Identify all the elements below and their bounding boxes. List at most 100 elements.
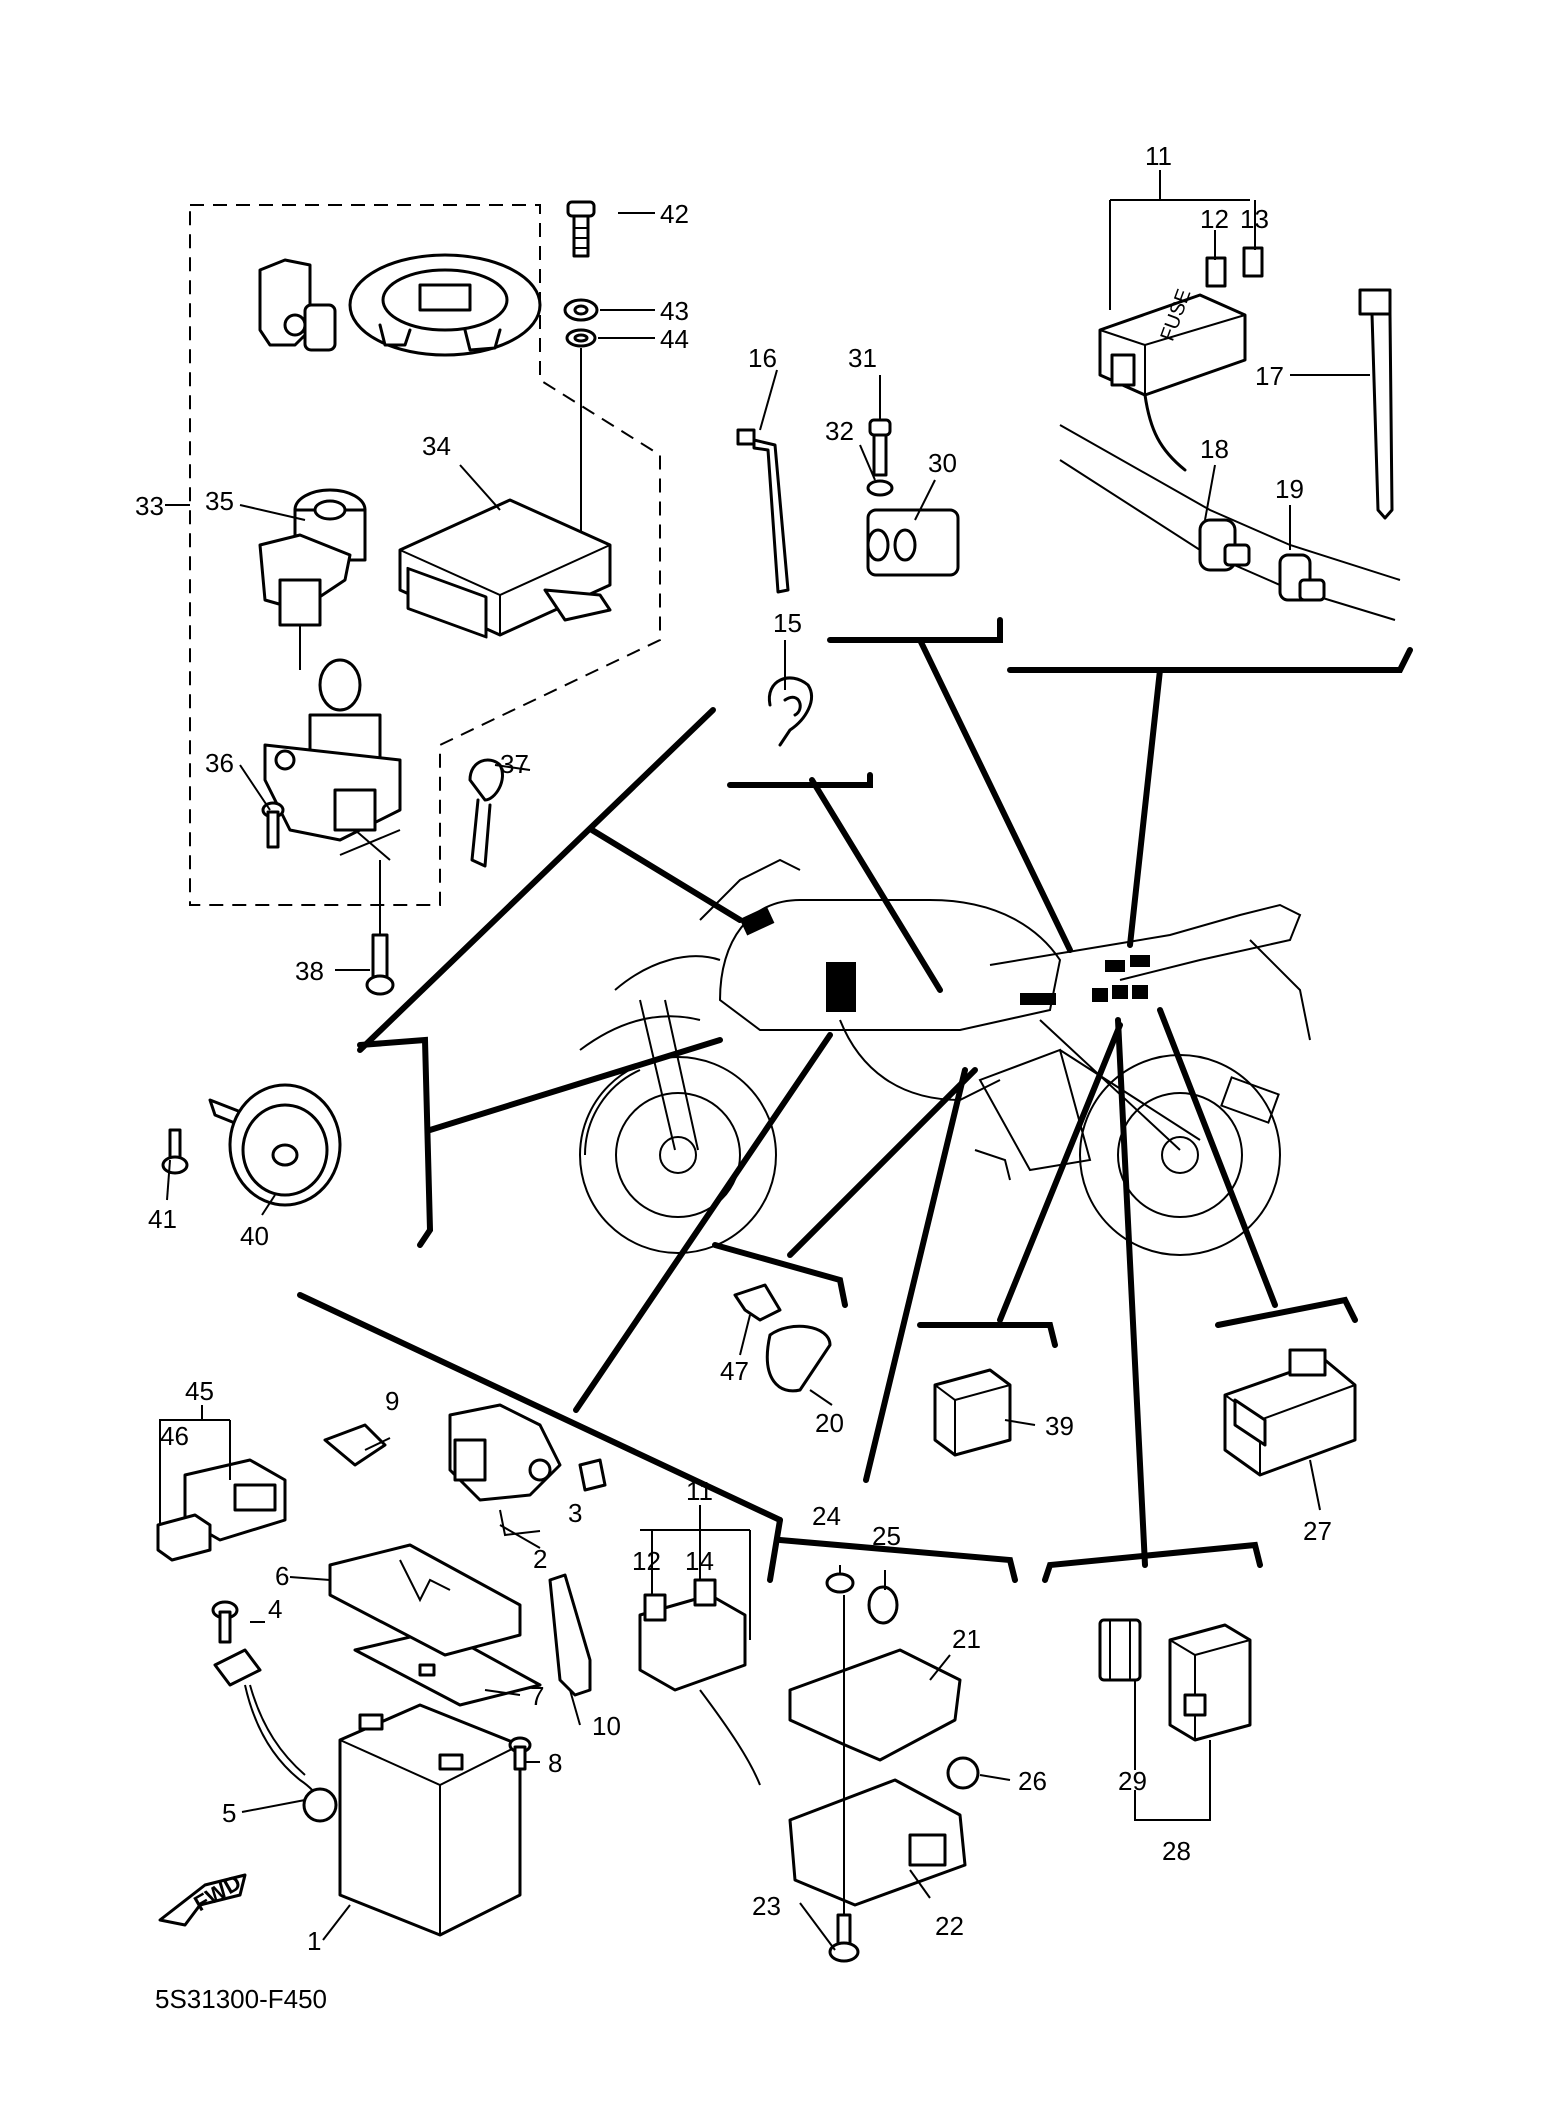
callout-12-lower: 12 [632,1546,661,1576]
fuse-holder-45 [183,1458,287,1542]
callout-labels: 33 42 43 44 35 34 36 37 38 16 15 31 32 3… [135,141,1332,2014]
bracket-21 [788,1648,962,1762]
handlebar-clamps [1059,424,1401,621]
callout-15: 15 [773,608,802,638]
starter-relay-2 [448,1403,562,1502]
callout-16: 16 [748,343,777,373]
screw-36 [261,801,285,849]
motorcycle-outline [579,858,1311,1256]
key-37 [468,758,504,868]
washer-43 [563,298,599,322]
callout-26: 26 [1018,1766,1047,1796]
callout-29: 29 [1118,1766,1147,1796]
callout-27: 27 [1303,1516,1332,1546]
callout-5: 5 [222,1798,236,1828]
clamp-20 [765,1324,832,1393]
cable-tie-16 [736,428,790,594]
connector-29 [1098,1618,1142,1682]
battery-1 [338,1703,522,1937]
callout-24: 24 [812,1501,841,1531]
main-switch [258,488,402,861]
callout-4: 4 [268,1594,282,1624]
washer-44 [565,328,597,348]
bolt-41 [161,1128,189,1175]
callout-18: 18 [1200,434,1229,464]
diagram-code: 5S31300-F450 [155,1984,327,2014]
relay-30 [866,508,960,577]
bolt-42 [566,200,596,258]
callout-47: 47 [720,1356,749,1386]
bracket-10 [548,1573,592,1697]
callout-46: 46 [160,1421,189,1451]
pointer-lines [297,617,1413,1583]
callout-17: 17 [1255,361,1284,391]
clip-26 [946,1756,980,1790]
grommet-25 [867,1585,899,1625]
relay-28 [1168,1623,1252,1742]
bracket-6 [328,1543,522,1657]
ignition-group-outline [189,204,661,906]
callout-36: 36 [205,748,234,778]
callout-34: 34 [422,431,451,461]
callout-2: 2 [533,1544,547,1574]
cover-9 [323,1423,387,1467]
battery-cable-5 [213,1648,338,1823]
callout-40: 40 [240,1221,269,1251]
fuse-box-top: FUSE [1098,286,1247,472]
callout-10: 10 [592,1711,621,1741]
callout-43: 43 [660,296,689,326]
clamp-47 [733,1283,782,1322]
callout-30: 30 [928,448,957,478]
callout-8: 8 [548,1748,562,1778]
callout-20: 20 [815,1408,844,1438]
callout-21: 21 [952,1624,981,1654]
bolt-8 [508,1736,532,1771]
fuse-12-top [1205,256,1227,288]
nut-24 [825,1572,855,1594]
callout-33: 33 [135,491,164,521]
seat-lock [258,258,337,352]
callout-22: 22 [935,1911,964,1941]
bolt-4 [211,1600,239,1644]
cable-tie-17 [1358,288,1394,520]
callout-leaders [159,170,1370,1951]
bolt-38 [365,860,395,996]
callout-42: 42 [660,199,689,229]
relay-39 [933,1368,1012,1457]
callout-11-top: 11 [1145,141,1172,171]
unit-27 [1223,1348,1357,1477]
fwd-arrow-icon: FWD [158,1869,247,1927]
callout-23: 23 [752,1891,781,1921]
callout-6: 6 [275,1561,289,1591]
callout-45: 45 [185,1376,214,1406]
washer-32 [866,479,894,497]
callout-14: 14 [685,1546,714,1576]
unit-22 [788,1778,967,1907]
callout-35: 35 [205,486,234,516]
callout-13: 13 [1240,204,1269,234]
callout-44: 44 [660,324,689,354]
callout-11-lower: 11 [686,1476,713,1506]
fuse-13-top [1242,246,1264,278]
ecu-unit [398,498,612,639]
bolt-23 [828,1595,860,1963]
horn-40 [208,1083,342,1207]
callout-7: 7 [530,1681,544,1711]
connector-3 [578,1458,607,1492]
fuel-cap-lock [348,253,542,357]
callout-28: 28 [1162,1836,1191,1866]
callout-9: 9 [385,1386,399,1416]
fuse-box-lower [638,1578,761,1786]
callout-41: 41 [148,1204,177,1234]
callout-3: 3 [568,1498,582,1528]
callout-12-top: 12 [1200,204,1229,234]
callout-19: 19 [1275,474,1304,504]
callout-32: 32 [825,416,854,446]
callout-38: 38 [295,956,324,986]
clip-15 [767,676,814,747]
callout-37: 37 [500,749,529,779]
callout-25: 25 [872,1521,901,1551]
screw-31 [868,418,892,477]
callout-31: 31 [848,343,877,373]
